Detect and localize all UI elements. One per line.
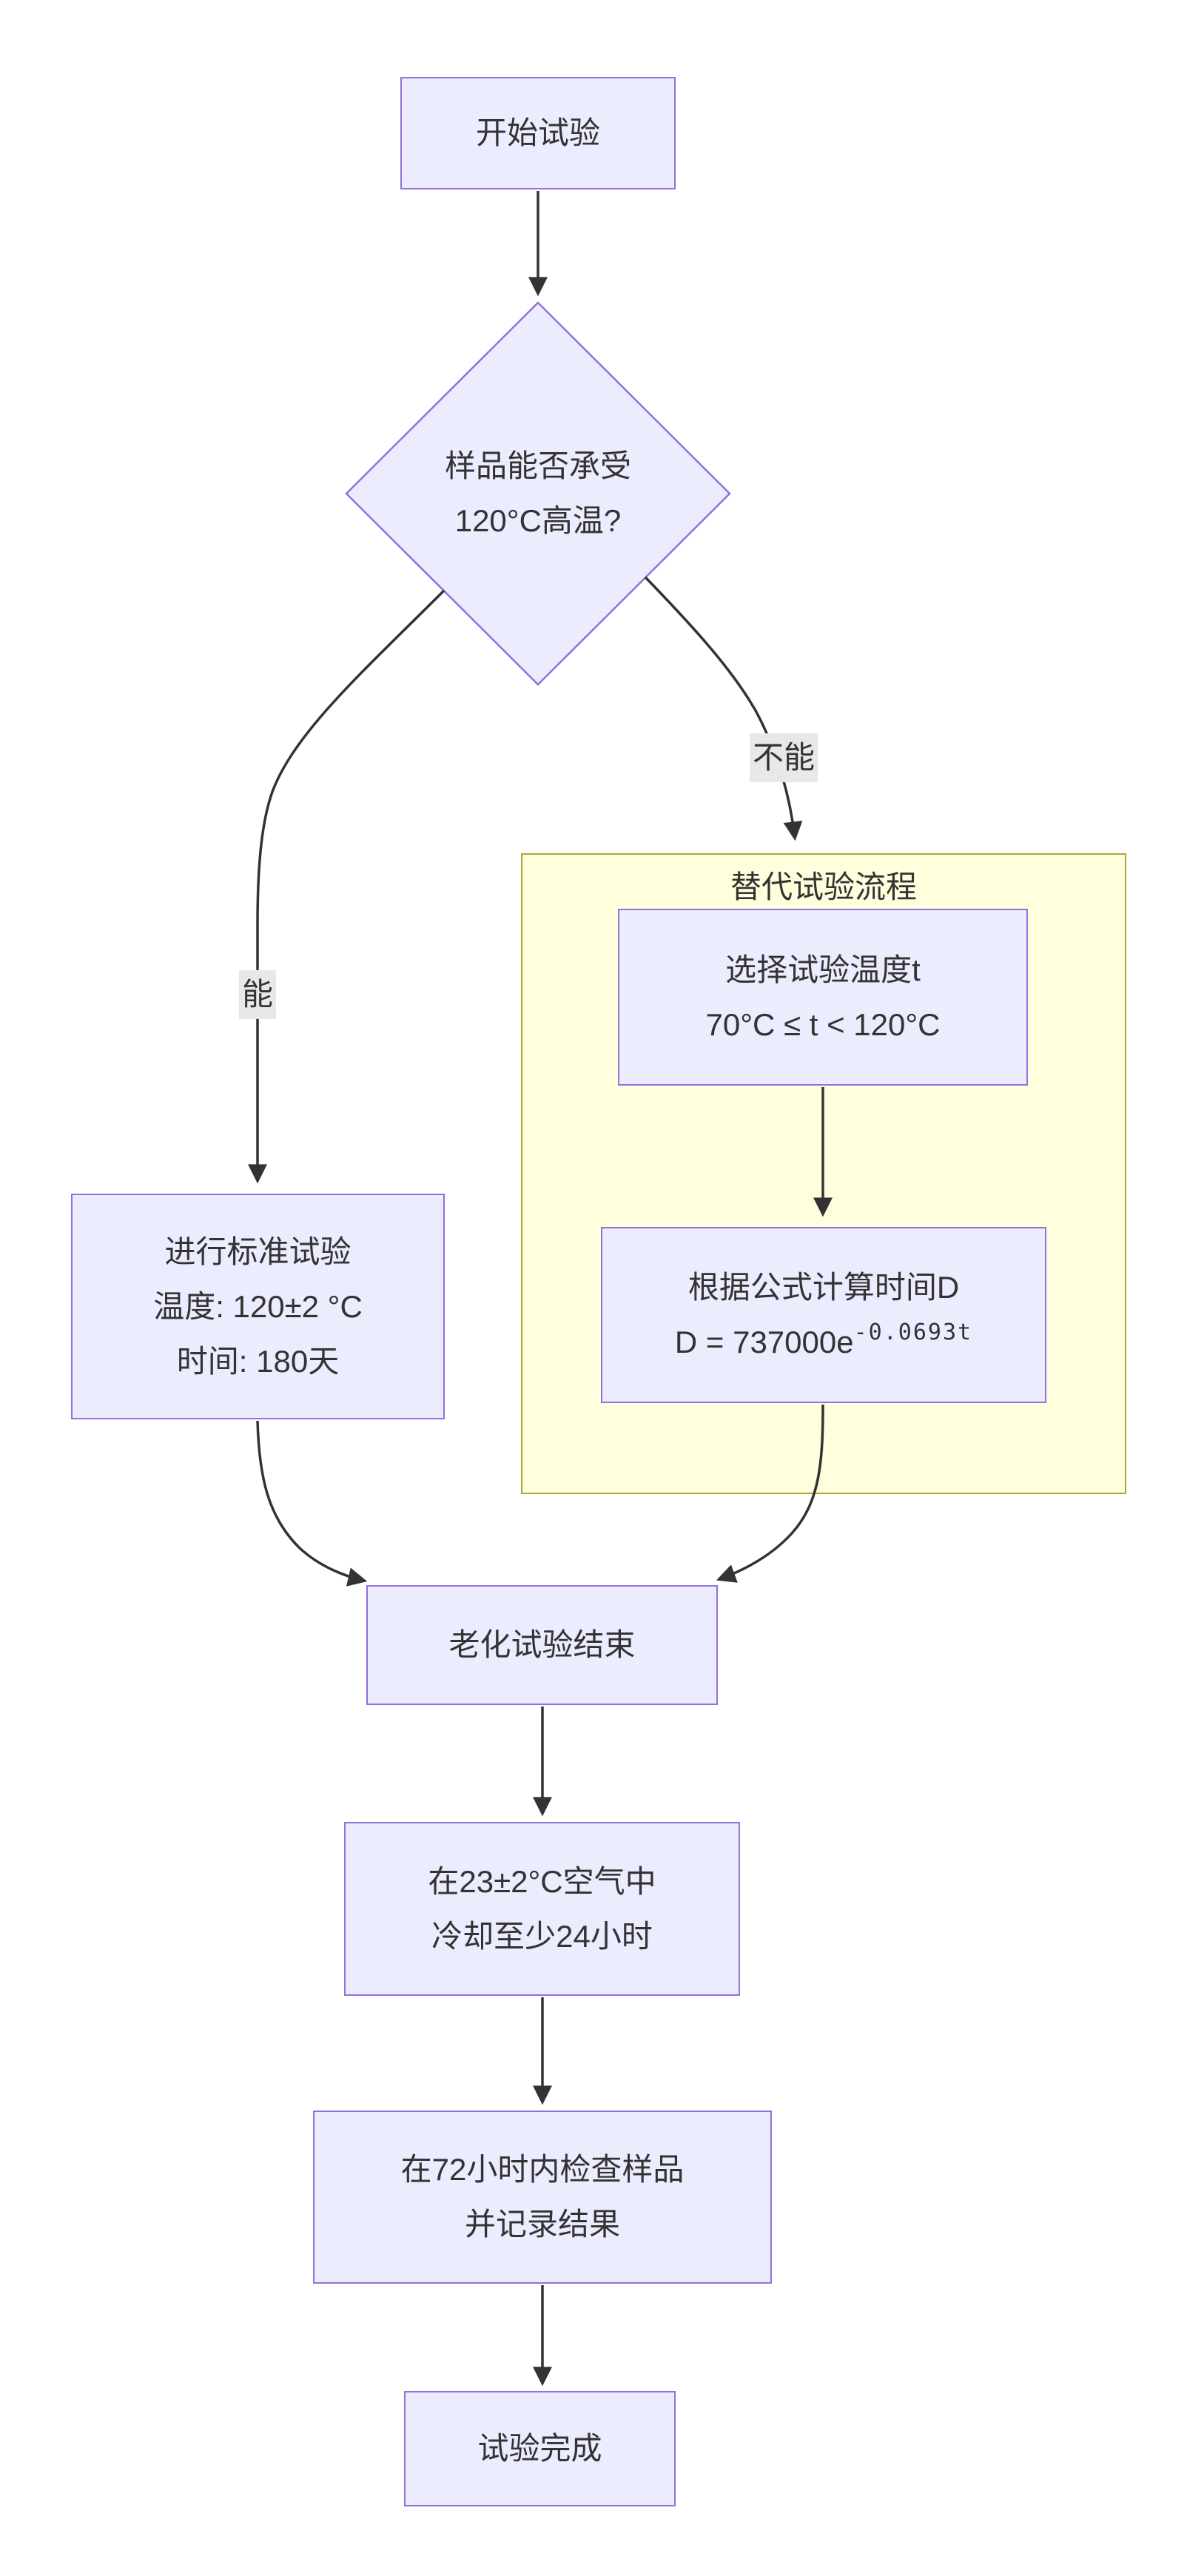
node-cooling-line1: 在23±2°C空气中 [428, 1863, 656, 1899]
formula-base: D = 737000e [674, 1325, 854, 1359]
node-inspect-line2: 并记录结果 [464, 2207, 620, 2242]
node-done: 试验完成 [404, 2391, 676, 2506]
node-formula: 根据公式计算时间D D = 737000e-0.0693t [601, 1227, 1046, 1403]
edge-label-yes: 能 [238, 969, 277, 1020]
node-select-temperature-line2: 70°C ≤ t < 120°C [705, 1006, 941, 1042]
node-cooling: 在23±2°C空气中 冷却至少24小时 [344, 1822, 740, 1996]
edge-formula-to-aging-end [716, 1404, 824, 1583]
node-standard-test: 进行标准试验 温度: 120±2 °C 时间: 180天 [71, 1194, 445, 1419]
node-decision-line1: 样品能否承受 [444, 448, 631, 483]
edge-decision-to-standard [248, 589, 445, 1184]
formula-exponent: -0.0693t [853, 1319, 973, 1345]
node-inspect-line1: 在72小时内检查样品 [400, 2152, 685, 2187]
node-aging-end-label: 老化试验结束 [448, 1627, 636, 1662]
node-select-temperature: 选择试验温度t 70°C ≤ t < 120°C [618, 909, 1028, 1086]
node-cooling-line2: 冷却至少24小时 [431, 1918, 653, 1954]
node-aging-end: 老化试验结束 [366, 1585, 718, 1705]
edge-decision-to-cluster [644, 576, 803, 841]
node-start-label: 开始试验 [475, 115, 600, 150]
node-standard-test-line3: 时间: 180天 [176, 1343, 340, 1379]
cluster-title: 替代试验流程 [730, 870, 917, 904]
decision-diamond-shape [345, 301, 731, 686]
node-standard-test-line2: 温度: 120±2 °C [153, 1288, 363, 1324]
node-decision-line2: 120°C高温? [454, 503, 622, 538]
edge-standard-to-aging-end [256, 1420, 368, 1587]
node-inspect: 在72小时内检查样品 并记录结果 [313, 2111, 772, 2284]
node-select-temperature-line1: 选择试验温度t [725, 952, 921, 987]
node-formula-line2: D = 737000e-0.0693t [675, 1315, 972, 1370]
node-start: 开始试验 [400, 77, 676, 189]
node-decision: 样品能否承受 120°C高温? [377, 414, 699, 573]
node-formula-line1: 根据公式计算时间D [687, 1270, 960, 1305]
node-standard-test-line1: 进行标准试验 [164, 1234, 352, 1269]
edge-label-no: 不能 [749, 733, 818, 783]
node-done-label: 试验完成 [477, 2431, 602, 2466]
